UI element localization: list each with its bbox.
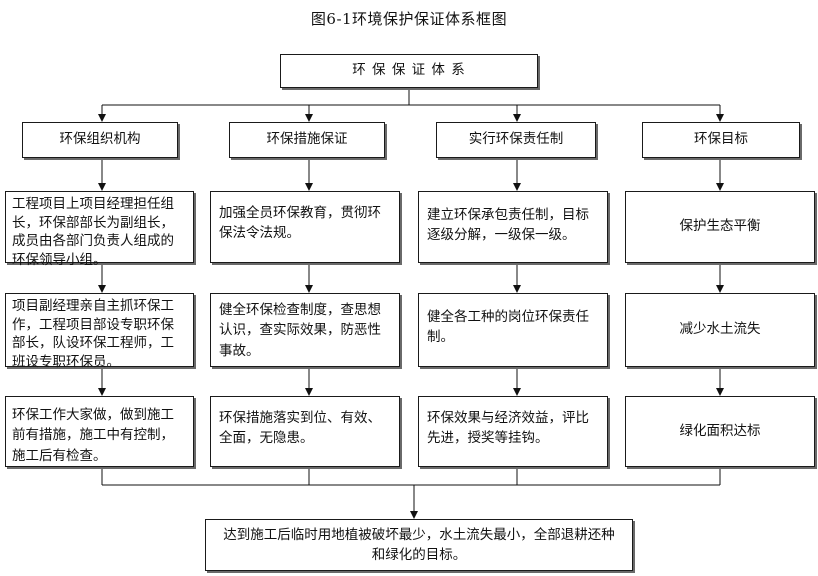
category-org: 环保组织机构	[22, 122, 178, 158]
org-item-1: 工程项目上项目经理担任组长，环保部部长为副组长，成员由各部门负责人组成的环保领导…	[5, 191, 194, 268]
category-goals: 环保目标	[642, 122, 800, 158]
root-node: 环 保 保 证 体 系	[280, 54, 538, 88]
org-item-2: 项目副经理亲自主抓环保工作，工程项目部设专职环保部长，队设环保工程师，工班设专职…	[5, 293, 194, 370]
category-responsibility: 实行环保责任制	[436, 122, 596, 158]
responsibility-item-1: 建立环保承包责任制，目标逐级分解，一级保一级。	[418, 191, 608, 263]
measures-item-3: 环保措施落实到位、有效、全面，无隐患。	[210, 396, 400, 467]
org-item-3: 环保工作大家做，做到施工前有措施，施工中有控制，施工后有检查。	[5, 396, 194, 467]
figure-title: 图6-1环境保护保证体系框图	[310, 10, 508, 28]
goal-item-3: 绿化面积达标	[625, 396, 815, 467]
goal-item-2: 减少水土流失	[625, 293, 815, 367]
measures-item-2: 健全环保检查制度，查思想认识，查实际效果，防恶性事故。	[210, 293, 400, 367]
responsibility-item-3: 环保效果与经济效益，评比先进，授奖等挂钩。	[418, 396, 608, 467]
category-measures: 环保措施保证	[229, 122, 385, 158]
final-goal-box: 达到施工后临时用地植被破坏最少，水土流失最小，全部退耕还种和绿化的目标。	[205, 519, 633, 571]
measures-item-1: 加强全员环保教育，贯彻环保法令法规。	[210, 191, 400, 263]
responsibility-item-2: 健全各工种的岗位环保责任制。	[418, 293, 608, 367]
goal-item-1: 保护生态平衡	[625, 191, 815, 263]
